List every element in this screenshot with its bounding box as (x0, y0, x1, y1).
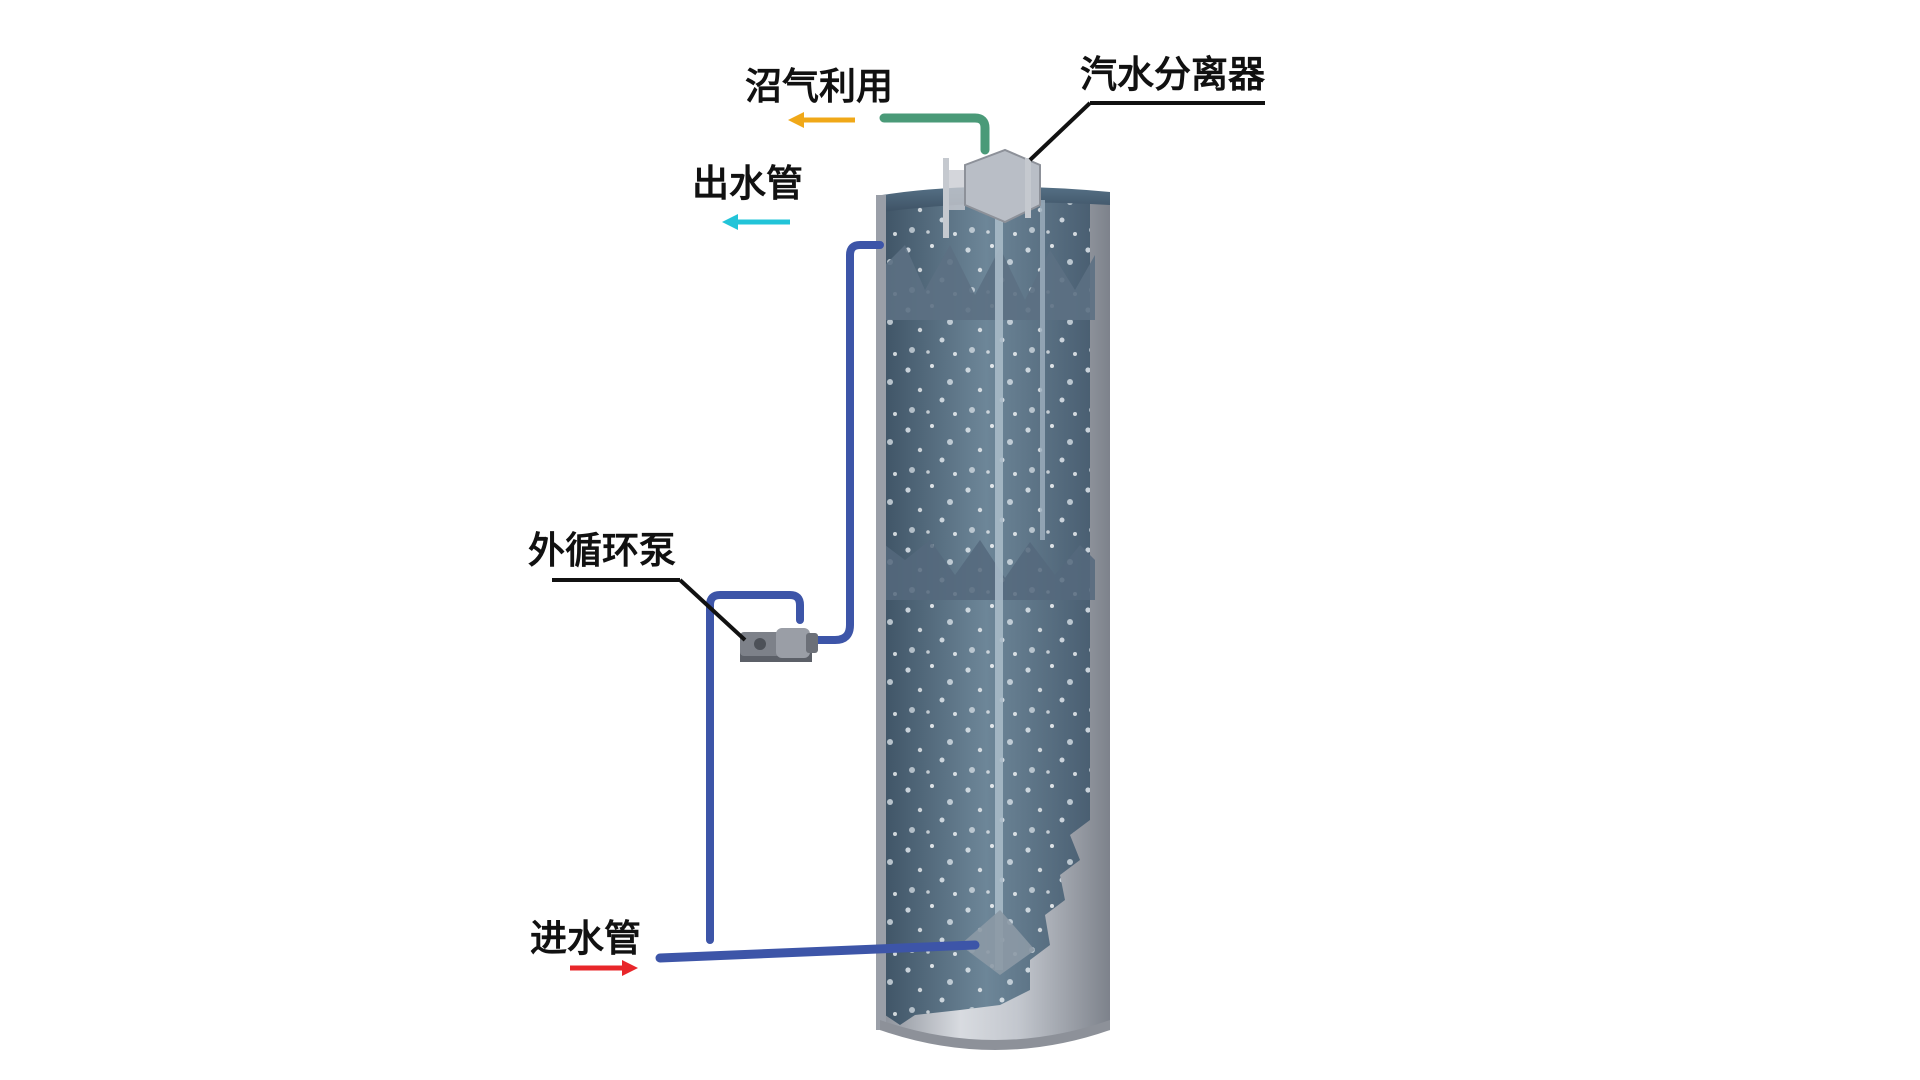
inlet-pipe (655, 940, 980, 963)
inlet-pipe-label: 进水管 (530, 917, 641, 960)
lower-separator-hoods (885, 540, 1095, 600)
outlet-arrow-icon (722, 214, 790, 230)
tank-left-edge (876, 195, 886, 1030)
external-circulation-pump (740, 628, 818, 662)
biogas-pipe (879, 113, 990, 155)
recirculation-suction-pipe (706, 591, 804, 944)
tank (876, 186, 1110, 1050)
recirculation-return-pipe (811, 241, 884, 644)
outlet-pipe-label: 出水管 (692, 162, 803, 205)
pump-leader-line (678, 578, 747, 642)
circulation-pump-label: 外循环泵 (528, 529, 676, 572)
biogas-bubbles (882, 192, 1090, 1025)
biogas-utilization-label: 沼气利用 (745, 65, 893, 108)
water-distributor (960, 910, 1035, 975)
biogas-arrow-icon (788, 112, 855, 128)
downcomer-pipe (1040, 200, 1045, 540)
inlet-arrow-icon (570, 960, 638, 976)
gas-water-separator (943, 148, 1041, 238)
gas-water-separator-label: 汽水分离器 (1080, 53, 1265, 96)
riser-pipe (995, 210, 1003, 970)
separator-leader-line (1028, 101, 1092, 162)
tank-base (880, 1020, 1110, 1050)
